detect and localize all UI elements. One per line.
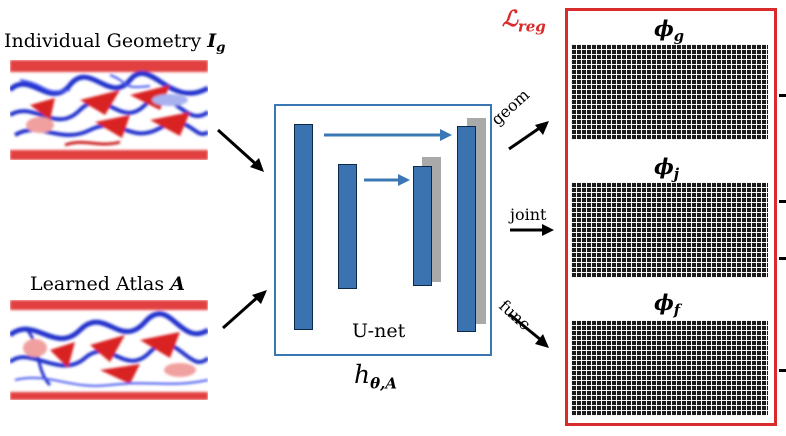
reg-symbol: ℒ (502, 6, 518, 32)
reg-subscript: reg (517, 17, 546, 36)
unet-box: U-net (274, 104, 492, 356)
deformation-field-joint (571, 182, 768, 278)
phi-f-subscript: f (673, 302, 681, 320)
phi-f-symbol: ϕ (654, 290, 674, 315)
edge-tick-2 (779, 200, 786, 203)
reg-loss-label: ℒreg (502, 6, 546, 35)
geometry-map-svg (10, 60, 208, 160)
geometry-symbol: Ig (207, 30, 225, 56)
geometry-map (10, 60, 208, 160)
geometry-symbol-main: I (207, 30, 217, 52)
encoder-block-1 (294, 124, 313, 330)
deformation-field-geom (571, 44, 768, 140)
edge-tick-3 (779, 257, 786, 260)
phi-g-label: ϕg (654, 16, 684, 45)
phi-f-label: ϕf (654, 290, 680, 319)
deformation-field-func (571, 320, 768, 416)
edge-tick-1 (779, 94, 786, 97)
atlas-label: Learned Atlas (30, 273, 165, 295)
geometry-symbol-sub: g (216, 40, 226, 56)
reg-box (565, 8, 777, 426)
skip-arrowhead-inner (398, 174, 410, 186)
phi-g-subscript: g (673, 28, 685, 46)
func-arrow (508, 312, 549, 348)
unet-function-subscript: θ,A (370, 374, 397, 393)
phi-j-label: ϕj (654, 154, 679, 183)
encoder-block-2 (338, 164, 357, 289)
atlas-symbol: A (170, 273, 185, 295)
geom-arrow (508, 121, 549, 151)
unet-function-label: hθ,A (354, 360, 397, 392)
atlas-map-svg (10, 300, 208, 400)
atlas-caption: Learned Atlas A (30, 273, 185, 295)
unet-function-symbol: h (354, 360, 371, 389)
decoder-block-1 (457, 126, 476, 332)
geometry-to-unet-arrow (216, 128, 264, 172)
skip-arrowhead-outer (440, 129, 452, 141)
unet-label: U-net (352, 320, 406, 342)
decoder-block-2 (413, 166, 432, 286)
atlas-to-unet-arrow (222, 290, 267, 330)
phi-g-symbol: ϕ (654, 16, 674, 41)
edge-tick-4 (779, 369, 786, 372)
geometry-label: Individual Geometry (4, 30, 202, 52)
skip-connections (324, 129, 452, 186)
joint-arrow-label: joint (510, 205, 547, 224)
phi-j-subscript: j (673, 166, 680, 184)
phi-j-symbol: ϕ (654, 154, 674, 179)
joint-arrow (510, 224, 554, 236)
atlas-map (10, 300, 208, 400)
geometry-caption: Individual Geometry Ig (4, 30, 225, 56)
